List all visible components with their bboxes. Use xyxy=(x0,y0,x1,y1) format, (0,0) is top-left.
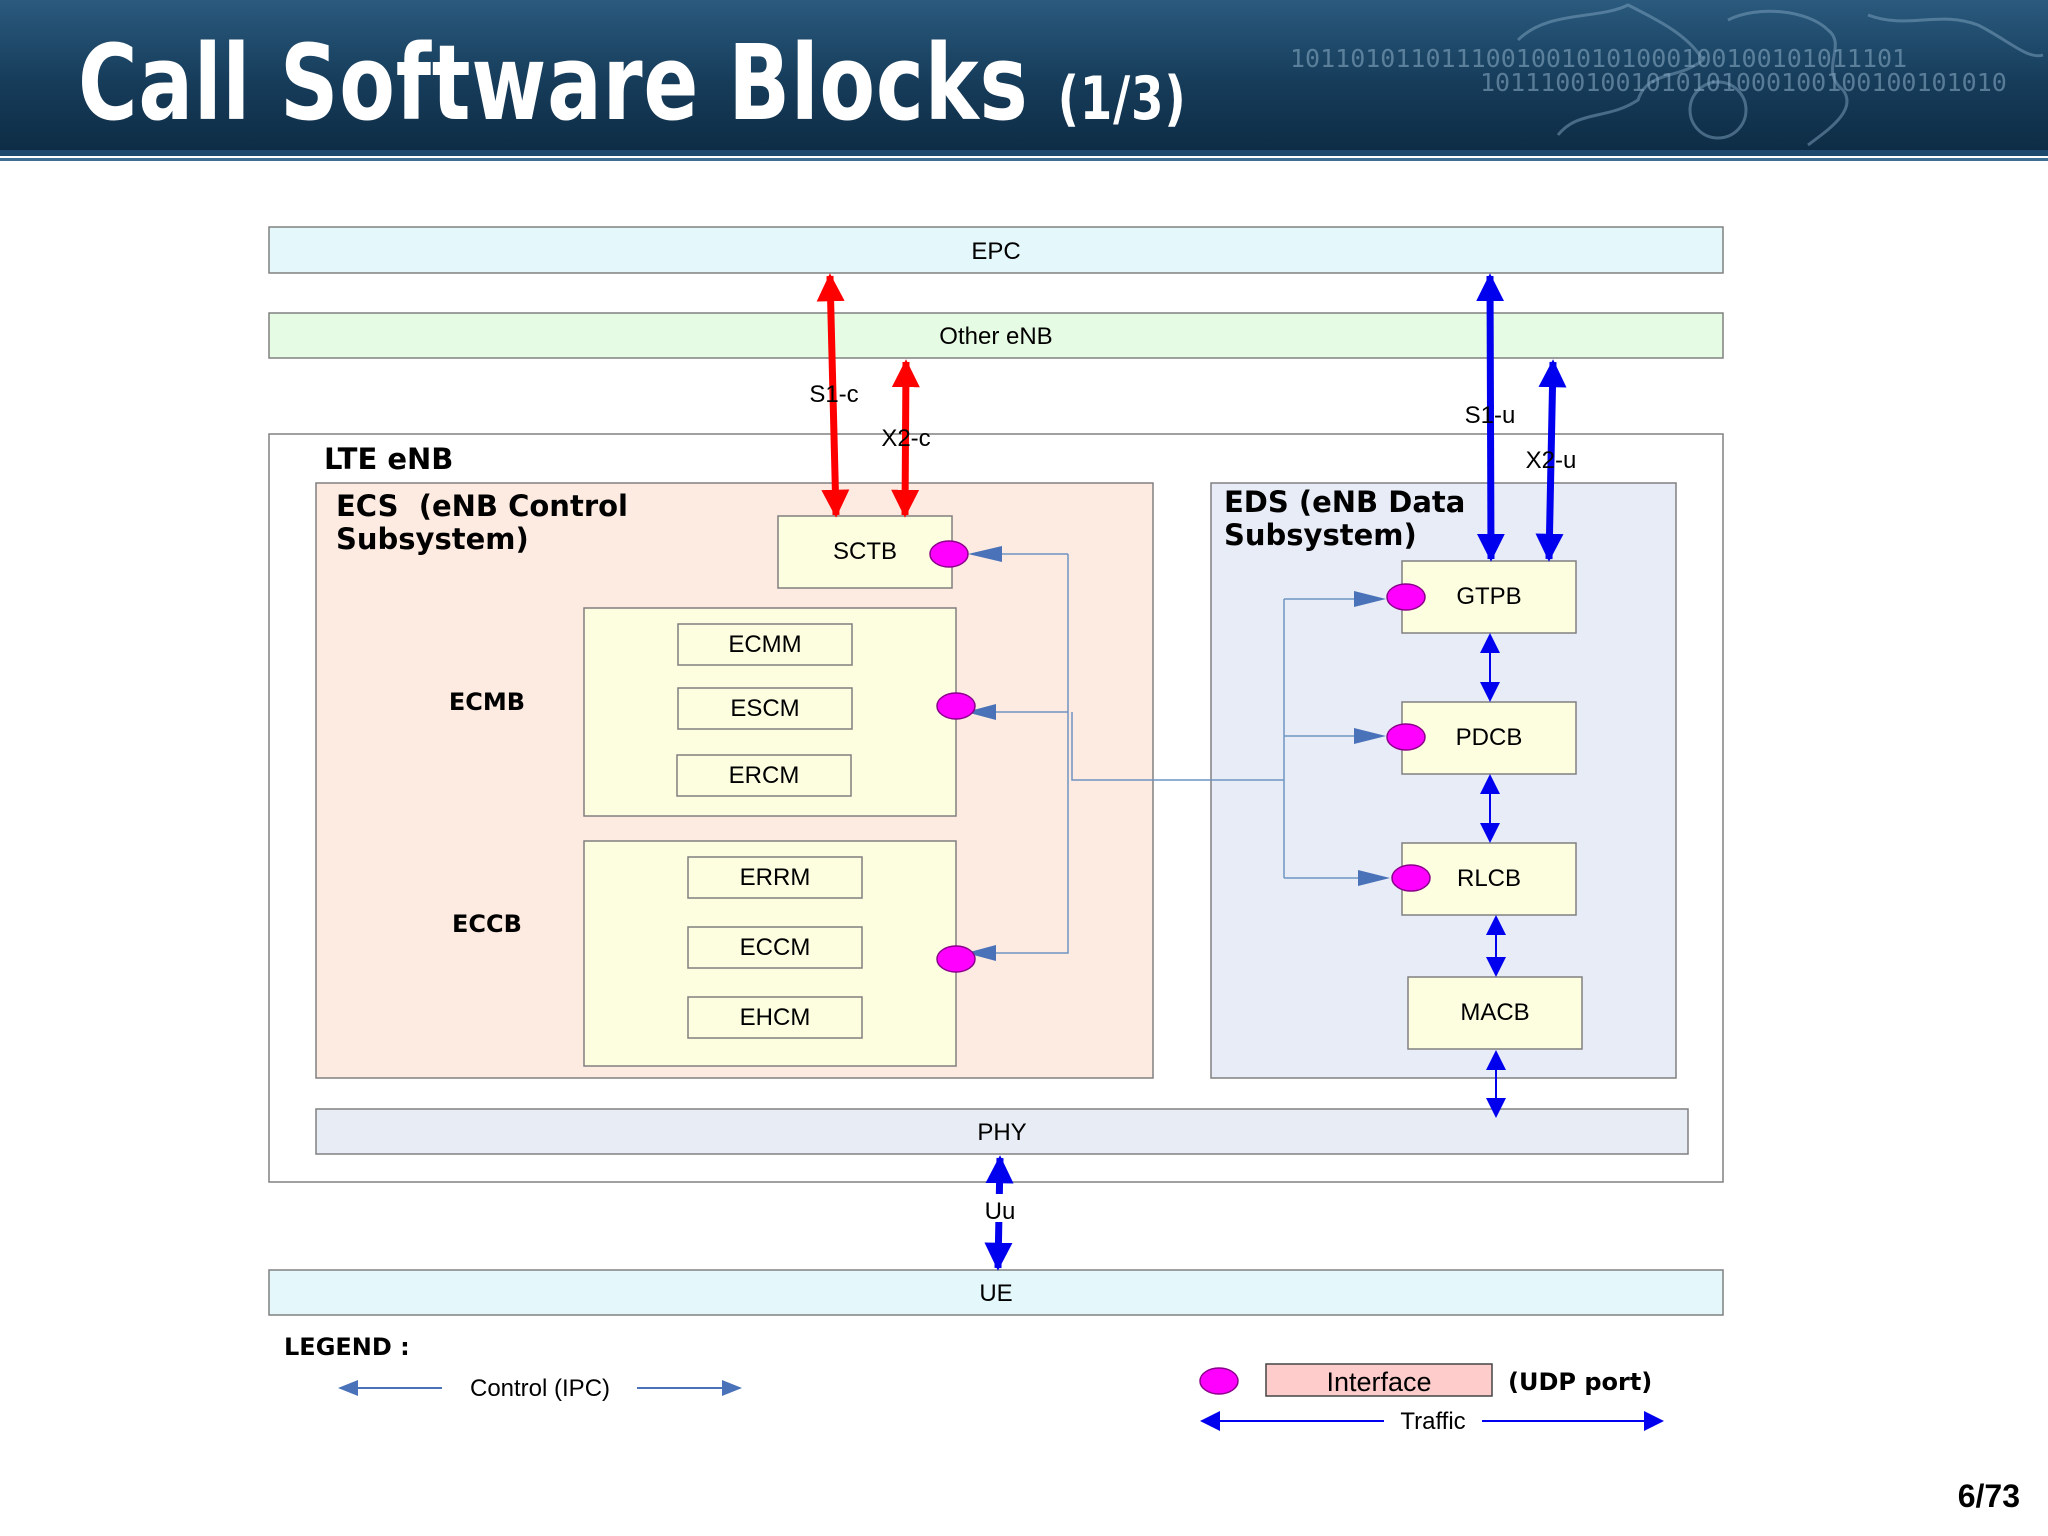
ecmm-block xyxy=(677,623,853,666)
rlcb-block xyxy=(1401,842,1577,916)
ecmm-label: ECMM xyxy=(728,631,801,658)
legend-traffic-label-bg xyxy=(1384,1406,1482,1434)
uu-label: Uu xyxy=(985,1198,1016,1225)
eds-label-line2: Subsystem) xyxy=(1224,518,1417,552)
sctb-block xyxy=(777,515,953,589)
s1c-label: S1-c xyxy=(809,381,858,408)
eccm-label: ECCM xyxy=(740,934,811,961)
ecs-label-line1: ECS (eNB Control xyxy=(336,489,628,523)
binary-decoration-1: 1011010110111001001010100010010010101110… xyxy=(1290,44,1908,73)
pdcb-interface-dot xyxy=(1386,723,1426,751)
legend-interface-dot xyxy=(1199,1367,1239,1395)
legend-control-label-bg xyxy=(442,1372,637,1402)
gtpb-block xyxy=(1401,560,1577,634)
ercm-block xyxy=(676,754,852,797)
x2u-label: X2-u xyxy=(1526,447,1577,474)
s1c-arrow xyxy=(816,273,850,518)
eccb-label: ECCB xyxy=(452,910,522,938)
legend-interface-box xyxy=(1265,1363,1493,1397)
x2c-label: X2-c xyxy=(881,425,930,452)
phy-label: PHY xyxy=(977,1119,1026,1146)
page-number: 6/73 xyxy=(1957,1478,2020,1514)
binary-decoration-2: 10111001001010101000100100100101010 xyxy=(1480,68,2007,97)
epc-box xyxy=(268,226,1724,274)
world-map-icon xyxy=(1516,3,2044,147)
errm-label: ERRM xyxy=(740,864,811,891)
pdcb-block xyxy=(1401,701,1577,775)
pdcb-label: PDCB xyxy=(1456,724,1523,751)
lte-enb-label: LTE eNB xyxy=(324,442,453,476)
header-divider-thin xyxy=(0,158,2048,161)
ue-label: UE xyxy=(979,1280,1012,1307)
sctb-label: SCTB xyxy=(833,538,897,565)
control-arrowheads xyxy=(966,546,1390,961)
page-title: Call Software Blocks (1/3) xyxy=(78,22,1187,144)
header-divider xyxy=(0,150,2048,156)
legend-traffic-label: Traffic xyxy=(1400,1408,1465,1435)
legend-control-label: Control (IPC) xyxy=(470,1375,610,1402)
control-ipc-lines xyxy=(984,553,1380,954)
ue-box xyxy=(268,1269,1724,1316)
x2u-arrow xyxy=(1535,359,1567,562)
ehcm-label: EHCM xyxy=(740,1004,811,1031)
escm-label: ESCM xyxy=(730,695,799,722)
s1u-label: S1-u xyxy=(1465,402,1516,429)
gtpb-interface-dot xyxy=(1386,583,1426,611)
gtpb-label: GTPB xyxy=(1456,583,1521,610)
ecmb-label: ECMB xyxy=(449,688,525,716)
epc-label: EPC xyxy=(971,238,1020,265)
header-banner: Call Software Blocks (1/3) 1011010110111… xyxy=(0,0,2048,150)
rlcb-interface-dot xyxy=(1391,864,1431,892)
ercm-label: ERCM xyxy=(729,762,800,789)
s1u-arrow xyxy=(1476,273,1505,562)
escm-block xyxy=(677,687,853,730)
macb-label: MACB xyxy=(1460,999,1529,1026)
eccb-interface-dot xyxy=(936,945,976,973)
eccm-block xyxy=(687,926,863,969)
macb-block xyxy=(1407,976,1583,1050)
legend-udp-label: (UDP port) xyxy=(1508,1368,1652,1396)
x2c-arrow xyxy=(891,359,920,518)
ecmb-interface-dot xyxy=(936,692,976,720)
sctb-interface-dot xyxy=(929,540,969,568)
eds-label-line1: EDS (eNB Data xyxy=(1224,485,1465,519)
ecs-label-line2: Subsystem) xyxy=(336,522,529,556)
rlcb-label: RLCB xyxy=(1457,865,1521,892)
ehcm-block xyxy=(687,996,863,1039)
phy-box xyxy=(315,1108,1689,1155)
uu-label-bg xyxy=(976,1194,1024,1222)
legend-title: LEGEND : xyxy=(284,1333,410,1361)
legend-interface-label: Interface xyxy=(1326,1367,1431,1397)
errm-block xyxy=(687,856,863,899)
other-enb-label: Other eNB xyxy=(939,323,1052,350)
